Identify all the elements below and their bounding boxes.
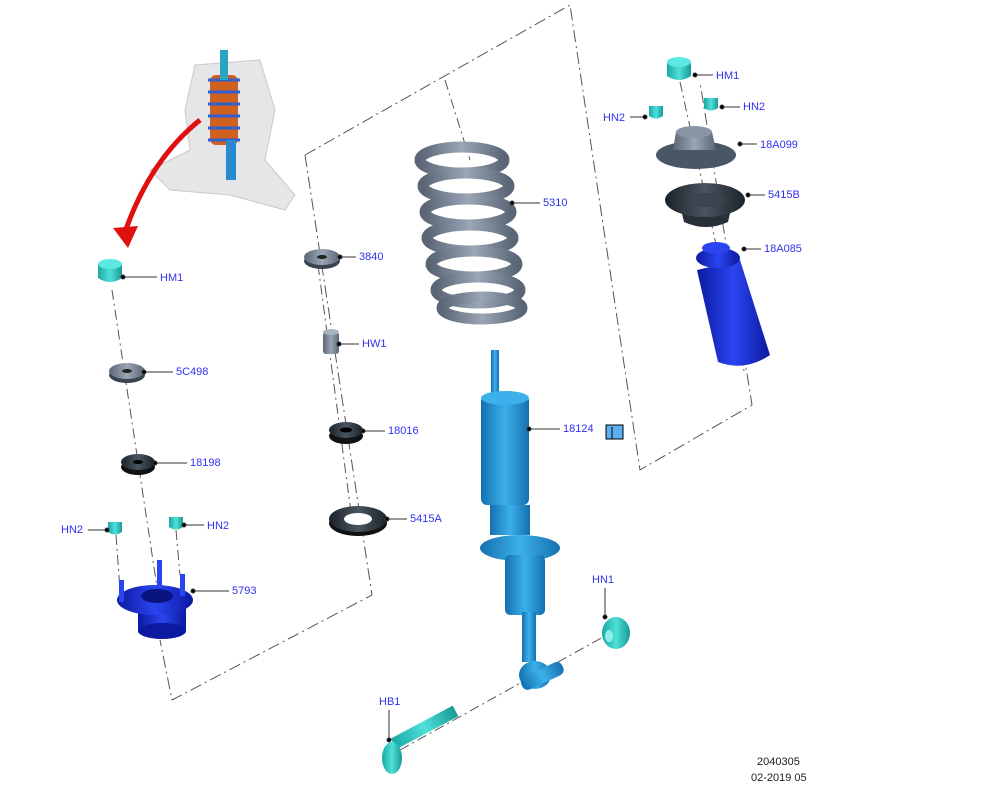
part-hw1-bushing xyxy=(323,329,339,354)
callout-5310[interactable]: 5310 xyxy=(543,197,568,209)
part-5c498-washer xyxy=(109,363,145,383)
callout-hn2-left-b[interactable]: HN2 xyxy=(207,520,230,532)
part-hn1-nut xyxy=(602,617,630,649)
part-hn2-nut-right-a xyxy=(649,106,663,119)
leader-lines xyxy=(88,72,765,743)
part-3840-washer xyxy=(304,249,340,269)
part-5415a-insulator xyxy=(329,506,387,536)
part-18a085-jounce-bumper-boot xyxy=(696,242,770,366)
callout-5415b[interactable]: 5415B xyxy=(768,189,800,201)
overview-inset-image xyxy=(149,50,296,211)
arrow-head xyxy=(113,226,138,248)
callout-3840[interactable]: 3840 xyxy=(359,251,384,263)
callout-hn1[interactable]: HN1 xyxy=(592,574,615,586)
info-document-icon[interactable] xyxy=(605,424,624,440)
callout-hn2-right-a[interactable]: HN2 xyxy=(603,112,626,124)
part-18124-shock-absorber xyxy=(480,350,564,690)
part-5415b-insulator xyxy=(665,183,745,227)
callout-hm1-left[interactable]: HM1 xyxy=(160,272,184,284)
callout-hb1[interactable]: HB1 xyxy=(379,696,401,708)
illustration-code: 2040305 xyxy=(757,756,800,768)
callout-5793[interactable]: 5793 xyxy=(232,585,257,597)
part-5793-mount xyxy=(117,560,193,639)
illustration-date: 02-2019 05 xyxy=(751,772,807,784)
part-hm1-nut-left xyxy=(98,259,122,282)
part-18198-insulator xyxy=(121,454,155,475)
callout-5c498[interactable]: 5C498 xyxy=(176,366,209,378)
location-arrow xyxy=(122,118,202,233)
part-18a099-upper-mount xyxy=(656,126,736,169)
callout-18a099[interactable]: 18A099 xyxy=(760,139,798,151)
callout-18124[interactable]: 18124 xyxy=(563,423,594,435)
part-5310-coil-spring xyxy=(414,141,528,325)
callout-18198[interactable]: 18198 xyxy=(190,457,221,469)
part-18016-insulator xyxy=(329,422,363,444)
part-hn2-nut-right-b xyxy=(704,98,718,111)
part-hn2-nut-left-a xyxy=(108,522,122,535)
part-hb1-bolt xyxy=(382,705,459,774)
callout-hw1[interactable]: HW1 xyxy=(362,338,387,350)
callout-18a085[interactable]: 18A085 xyxy=(764,243,802,255)
callout-5415a[interactable]: 5415A xyxy=(410,513,442,525)
callout-hn2-left-a[interactable]: HN2 xyxy=(61,524,84,536)
callout-hn2-right-b[interactable]: HN2 xyxy=(743,101,766,113)
callout-18016[interactable]: 18016 xyxy=(388,425,419,437)
part-hm1-nut-right xyxy=(667,57,691,80)
part-hn2-nut-left-b xyxy=(169,517,183,530)
callout-hm1-right[interactable]: HM1 xyxy=(716,70,740,82)
